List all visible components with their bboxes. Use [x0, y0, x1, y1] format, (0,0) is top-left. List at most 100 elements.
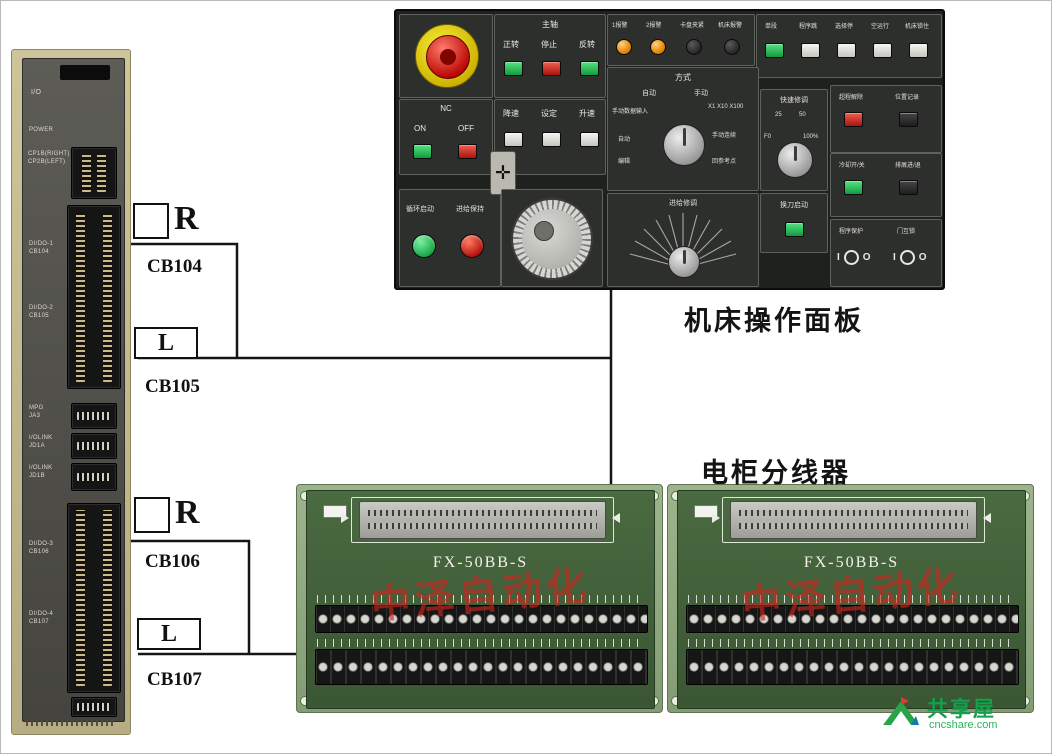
block-skip-button[interactable] [801, 43, 820, 58]
cb104-r-letter: R [174, 200, 199, 237]
nc-on-button[interactable] [413, 144, 432, 159]
machine-lock-button[interactable] [909, 43, 928, 58]
speed-down-button[interactable] [504, 132, 523, 147]
nc-power-section: NC ON OFF [399, 99, 493, 175]
board-top-connector[interactable] [730, 501, 977, 539]
axis-cross-glyph: ✛ [495, 162, 511, 184]
operator-panel: 主轴 正转 停止 反转 1报警 2报警 卡盘夹紧 机床报警 单段 程序跳 选择停… [394, 9, 945, 290]
site-url[interactable]: cncshare.com [929, 719, 998, 731]
rapid-override-knob[interactable] [777, 142, 813, 178]
pos-record-label: 位置记录 [895, 95, 920, 101]
switch-i-mark: I [893, 252, 896, 263]
nc-off-button[interactable] [458, 144, 477, 159]
cb106-cb107-connector[interactable] [67, 503, 121, 693]
feed-hold-button[interactable] [460, 234, 484, 258]
site-name[interactable]: 共享屋 [927, 698, 996, 721]
spindle-rev-button[interactable] [580, 61, 599, 76]
mode-inc-label: X1 X10 X100 [708, 104, 744, 110]
jd1a-label-1: I/OLINK [29, 435, 53, 441]
mode-section: 方式 自动 手动 手动数据输入 自动 编辑 X1 X10 X100 手动连续 回… [607, 67, 759, 191]
terminal-row-2[interactable] [686, 649, 1019, 685]
conn2-label-2: CB105 [29, 313, 49, 319]
terminal-row-1[interactable] [315, 605, 648, 633]
keyhole-icon [899, 250, 915, 265]
prog-protect-keyswitch[interactable]: I O [837, 250, 871, 265]
overtravel-section: 超程解除 位置记录 [830, 85, 942, 153]
chip-button[interactable] [899, 180, 918, 195]
tool-start-button[interactable] [785, 222, 804, 237]
jd1b-label-2: JD1B [29, 473, 45, 479]
cb104-label: CB104 [147, 256, 202, 277]
keyhole-icon [843, 250, 859, 265]
board-model-label: FX-50BB-S [803, 554, 900, 571]
board-pcb: FX-50BB-S [677, 490, 1026, 709]
spindle-speed-section: 降速 设定 升速 [494, 99, 606, 175]
estop-ring [415, 24, 479, 88]
mode-selector-knob[interactable] [663, 124, 705, 166]
nc-on-label: ON [414, 124, 426, 133]
jd1b-connector[interactable] [71, 463, 117, 491]
terminal-numbers-row2 [688, 639, 1015, 647]
vent-slot [60, 65, 110, 80]
board-top-connector[interactable] [359, 501, 606, 539]
conn1-label-2: CB104 [29, 249, 49, 255]
single-block-button[interactable] [765, 43, 784, 58]
cncshare-logo-icon [883, 697, 919, 725]
handwheel[interactable] [511, 198, 593, 280]
coolant-label: 冷却开/关 [839, 163, 865, 169]
cycle-start-button[interactable] [412, 234, 436, 258]
pos-record-button[interactable] [899, 112, 918, 127]
terminal-numbers-row1 [317, 595, 644, 603]
cb107-l-symbol: L [137, 618, 201, 650]
optional-stop-button[interactable] [837, 43, 856, 58]
breakout-board-2: FX-50BB-S 中泽自动化 [667, 484, 1034, 713]
switch-o-mark: O [918, 252, 927, 263]
feed-override-knob[interactable] [668, 246, 700, 278]
spindle-fwd-button[interactable] [504, 61, 523, 76]
ja3-label-1: MPG [29, 405, 44, 411]
splitter-caption: 电柜分线器 [701, 458, 851, 488]
overtravel-button[interactable] [844, 112, 863, 127]
cp1-label: CP1B(RIGHT) [28, 151, 70, 157]
terminal-row-2[interactable] [315, 649, 648, 685]
keyswitch-section: 程序保护 门互锁 I O I O [830, 219, 942, 287]
ja3-label-2: JA3 [29, 413, 41, 419]
speed-set-button[interactable] [542, 132, 561, 147]
panel-caption: 机床操作面板 [684, 306, 864, 336]
cb104-cb105-connector[interactable] [67, 205, 121, 389]
io-module: I/O POWER CP1B(RIGHT) CP2B(LEFT) DI/DO-1… [11, 49, 131, 735]
tool-start-label: 换刀启动 [780, 202, 808, 209]
feed-hold-label: 进给保持 [456, 206, 484, 213]
mode-title: 方式 [675, 73, 691, 82]
dry-run-button[interactable] [873, 43, 892, 58]
block-skip-label: 程序跳 [799, 24, 818, 30]
nc-title: NC [440, 104, 452, 113]
ja3-connector[interactable] [71, 403, 117, 429]
cb105-l-symbol: L [134, 327, 198, 359]
cp-connector[interactable] [71, 147, 117, 199]
bottom-connector[interactable] [71, 697, 117, 717]
emergency-stop-button[interactable] [426, 35, 470, 79]
door-lock-keyswitch[interactable]: I O [893, 250, 927, 265]
overtravel-label: 超程解除 [839, 95, 864, 101]
jd1a-connector[interactable] [71, 433, 117, 459]
terminal-row-1[interactable] [686, 605, 1019, 633]
door-lock-label: 门互锁 [897, 229, 916, 235]
cb107-label: CB107 [147, 669, 202, 690]
axis-select-icon[interactable]: ✛ [490, 151, 516, 195]
chuck-clamp-label: 卡盘夹紧 [680, 23, 705, 29]
conn4-label-1: DI/DO-4 [29, 611, 54, 617]
speed-up-button[interactable] [580, 132, 599, 147]
module-print [26, 721, 116, 726]
dry-run-label: 空运行 [871, 24, 890, 30]
cb106-plug-symbol [134, 497, 170, 533]
conn4-label-2: CB107 [29, 619, 49, 625]
io-module-faceplate: I/O POWER CP1B(RIGHT) CP2B(LEFT) DI/DO-1… [22, 58, 125, 722]
board-pcb: FX-50BB-S [306, 490, 655, 709]
cb106-label: CB106 [145, 551, 200, 572]
machine-alarm-lamp [724, 39, 740, 55]
coolant-button[interactable] [844, 180, 863, 195]
estop-section [399, 14, 493, 98]
spindle-stop-button[interactable] [542, 61, 561, 76]
